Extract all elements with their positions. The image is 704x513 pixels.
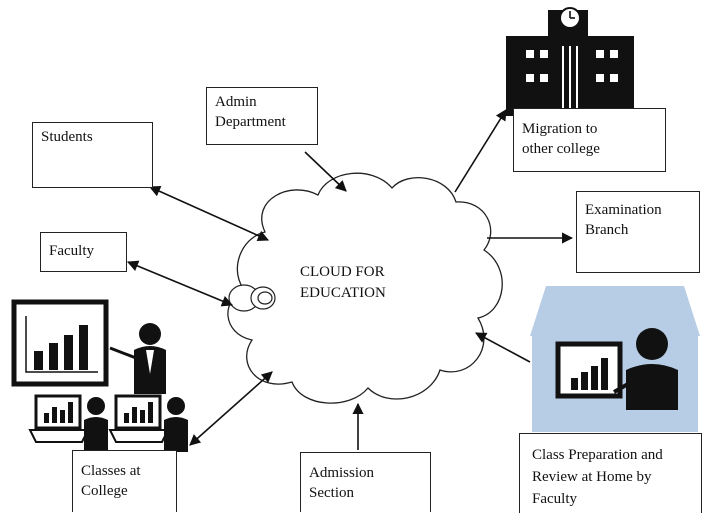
cloud-puffs (228, 284, 276, 312)
arrow-classes (189, 371, 273, 446)
cloud-shape (227, 172, 503, 404)
arrow-faculty (126, 260, 234, 307)
arrow-admin (304, 151, 347, 192)
admission-label-line1: Admission (309, 465, 375, 481)
arrow-students (148, 186, 270, 241)
cloud-title: CLOUD FOR EDUCATION (300, 262, 410, 304)
admission-label-line2: Section (309, 485, 354, 501)
classes-label-line2: College (81, 483, 128, 499)
migration-box: Migration to other college (513, 108, 666, 172)
examination-box: Examination Branch (576, 191, 700, 273)
classes-label-line1: Classes at (81, 463, 141, 479)
arrow-migration (454, 109, 507, 193)
examination-label-line1: Examination (585, 202, 662, 218)
classes-box: Classes at College (72, 450, 177, 512)
laptop-student-icon (28, 394, 188, 452)
arrow-home (475, 332, 531, 363)
admin-department-box: Admin Department (206, 87, 318, 145)
home-label-line3: Faculty (532, 491, 577, 507)
admission-box: Admission Section (300, 452, 431, 512)
migration-label-line1: Migration to (522, 121, 598, 137)
students-box: Students (32, 122, 153, 188)
examination-label-line2: Branch (585, 222, 629, 238)
home-label-line1: Class Preparation and (532, 447, 663, 463)
faculty-label: Faculty (49, 243, 94, 259)
college-building-icon (506, 7, 634, 116)
home-label-line2: Review at Home by (532, 469, 652, 485)
admin-label-line1: Admin (215, 94, 257, 110)
home-faculty-icon (530, 286, 700, 432)
presenter-icon (11, 299, 166, 394)
migration-label-line2: other college (522, 141, 600, 157)
faculty-box: Faculty (40, 232, 127, 272)
cloud-title-line1: CLOUD FOR (300, 264, 385, 280)
home-faculty-box: Class Preparation and Review at Home by … (519, 433, 702, 513)
admin-label-line2: Department (215, 114, 286, 130)
cloud-title-line2: EDUCATION (300, 285, 386, 301)
students-label: Students (41, 129, 93, 145)
